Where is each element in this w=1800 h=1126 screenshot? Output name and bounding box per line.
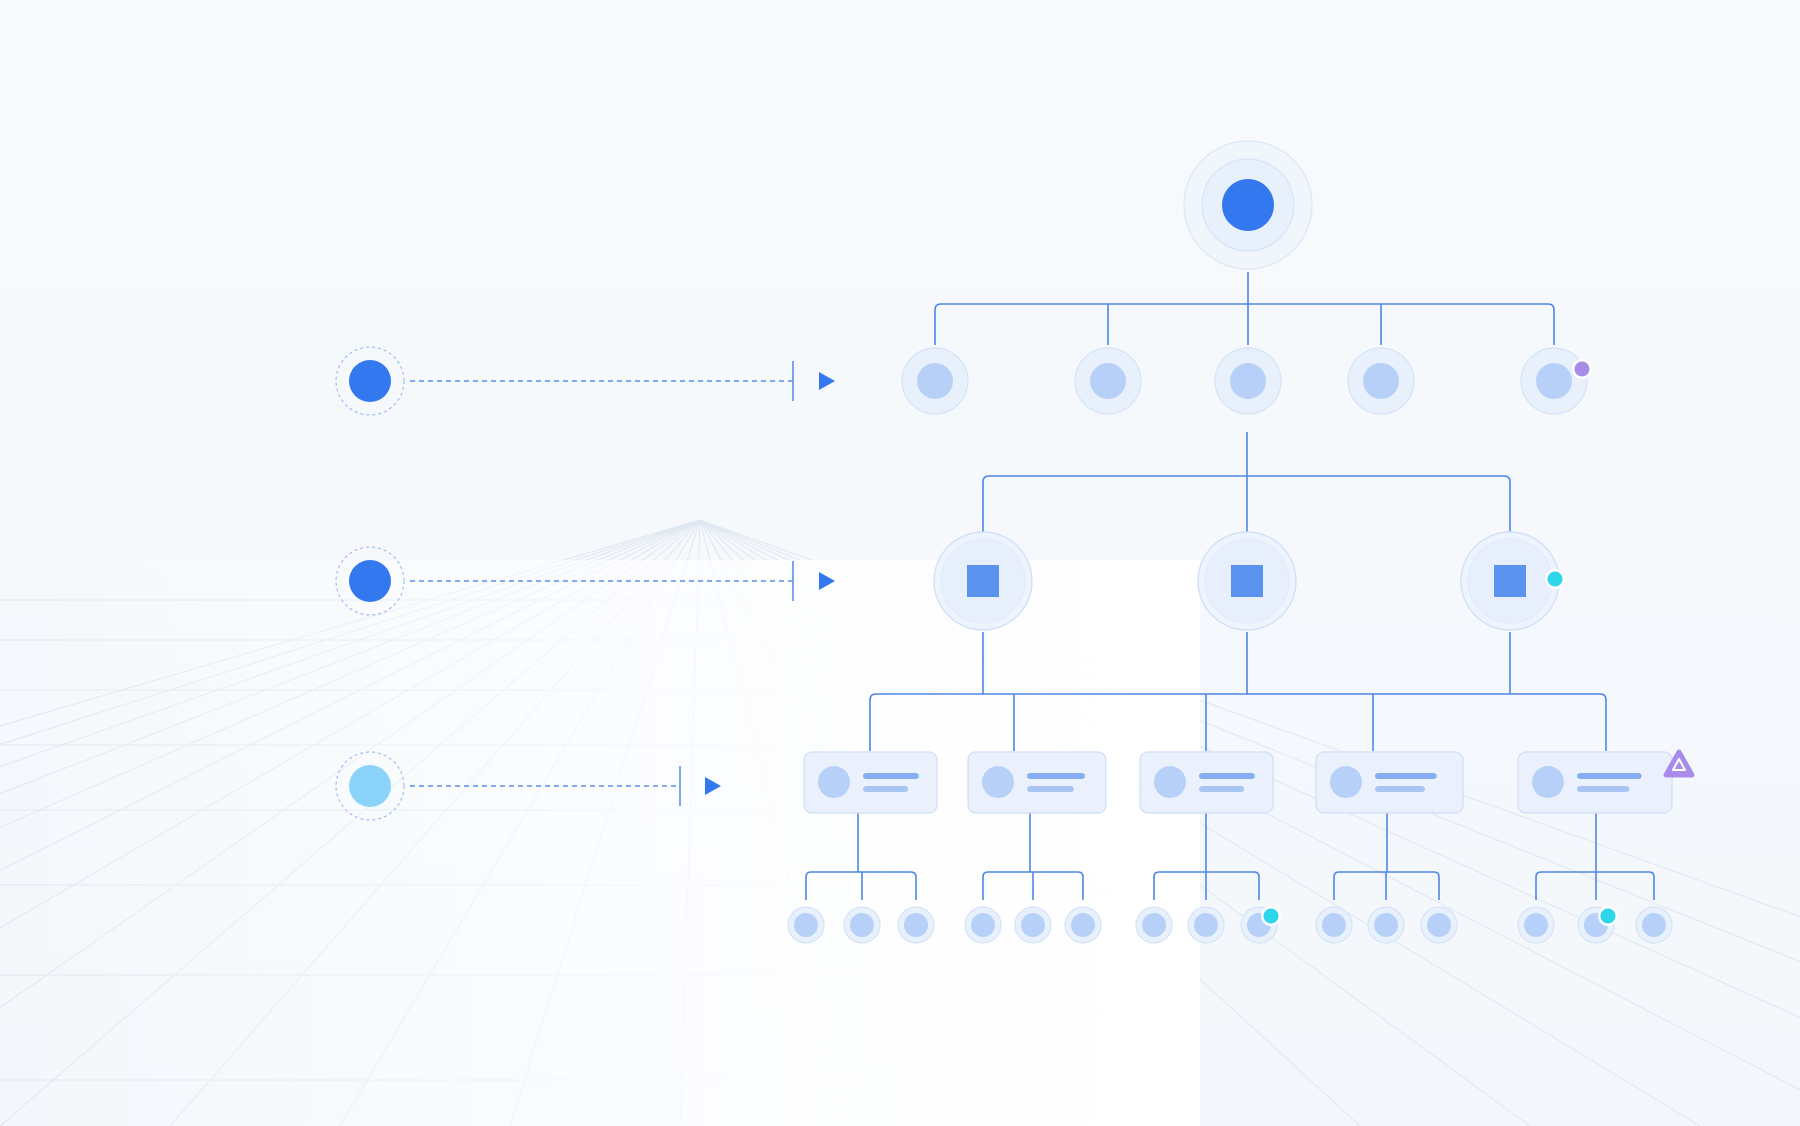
leaf-node <box>1517 906 1555 944</box>
leaf-node-core <box>1194 913 1218 937</box>
arrow-right-icon <box>819 372 835 390</box>
leaf-node-core <box>1071 913 1095 937</box>
level-3-card <box>1139 751 1274 814</box>
level-marker-ring <box>335 751 405 821</box>
leaf-node <box>1420 906 1458 944</box>
status-dot <box>1600 908 1616 924</box>
level-1-node <box>901 347 969 415</box>
level-3-card-avatar <box>1330 766 1362 798</box>
level-1-node <box>1520 347 1592 415</box>
level-3-card-line <box>863 786 909 792</box>
level-marker-dot <box>349 765 391 807</box>
level-1-node-core <box>1090 363 1126 399</box>
level-2-node-square <box>967 565 999 597</box>
level-3-card <box>1517 749 1695 814</box>
level-3-card-frame <box>1517 751 1673 814</box>
leaf-node <box>1577 906 1618 944</box>
connector <box>805 871 917 900</box>
leaf-node-core <box>971 913 995 937</box>
leaf-node-core <box>850 913 874 937</box>
level-3-card-line <box>1375 786 1425 792</box>
level-3-card-avatar <box>982 766 1014 798</box>
level-1-node <box>1347 347 1415 415</box>
grid-fade <box>0 560 1200 1126</box>
level-3-marker <box>335 751 721 821</box>
leaf-node <box>1315 906 1353 944</box>
leaf-node <box>897 906 935 944</box>
level-markers <box>335 346 835 821</box>
root-node <box>1222 179 1274 231</box>
status-dot <box>1263 908 1279 924</box>
leaf-node <box>1135 906 1173 944</box>
leaf-node-core <box>1374 913 1398 937</box>
status-dot <box>1547 571 1563 587</box>
level-marker-ring <box>335 546 405 616</box>
level-3-card-line <box>1375 773 1437 779</box>
level-marker-dot <box>349 560 391 602</box>
tree-connectors <box>805 272 1655 900</box>
connector <box>869 693 1607 751</box>
level-3-card-line <box>1577 786 1630 792</box>
leaf-node <box>787 906 825 944</box>
level-3-card <box>967 751 1107 814</box>
level-2-node <box>1460 531 1565 631</box>
level-3-card-frame <box>1315 751 1464 814</box>
level-1-node <box>1214 347 1282 415</box>
leaf-node <box>1635 906 1673 944</box>
level-3-card-line <box>1199 773 1255 779</box>
tree-nodes <box>787 140 1695 944</box>
level-2-node-square <box>1231 565 1263 597</box>
level-1-node-core <box>1536 363 1572 399</box>
level-3-card-line <box>1199 786 1245 792</box>
level-3-card-line <box>1027 786 1074 792</box>
leaf-node-core <box>1642 913 1666 937</box>
level-1-marker <box>335 346 835 416</box>
leaf-node <box>843 906 881 944</box>
leaf-node-core <box>794 913 818 937</box>
leaf-node <box>1187 906 1225 944</box>
warning-triangle-icon <box>1663 749 1695 778</box>
leaf-node <box>964 906 1002 944</box>
level-1-node <box>1074 347 1142 415</box>
level-1-node-core <box>1363 363 1399 399</box>
level-3-card-avatar <box>1532 766 1564 798</box>
connector <box>934 303 1555 345</box>
level-3-card-line <box>863 773 919 779</box>
level-1-node-core <box>917 363 953 399</box>
level-marker-ring <box>335 346 405 416</box>
arrow-right-icon <box>819 572 835 590</box>
level-3-card-line <box>1027 773 1085 779</box>
leaf-node-core <box>1021 913 1045 937</box>
leaf-node <box>1240 906 1281 944</box>
leaf-node <box>1064 906 1102 944</box>
leaf-node <box>1367 906 1405 944</box>
level-2-node-square <box>1494 565 1526 597</box>
arrow-right-icon <box>705 777 721 795</box>
connector <box>1535 871 1655 900</box>
level-1-node-core <box>1230 363 1266 399</box>
leaf-node <box>1014 906 1052 944</box>
level-3-card-avatar <box>1154 766 1186 798</box>
level-3-card-avatar <box>818 766 850 798</box>
leaf-node-core <box>1322 913 1346 937</box>
leaf-node-core <box>1142 913 1166 937</box>
level-marker-dot <box>349 360 391 402</box>
level-2-marker <box>335 546 835 616</box>
status-dot <box>1574 361 1590 377</box>
level-3-card <box>803 751 938 814</box>
level-2-node <box>1197 531 1297 631</box>
warning-triangle-inner <box>1672 758 1686 771</box>
leaf-node-core <box>1427 913 1451 937</box>
level-3-card-line <box>1577 773 1642 779</box>
level-2-node <box>933 531 1033 631</box>
leaf-node-core <box>904 913 928 937</box>
level-3-card <box>1315 751 1464 814</box>
leaf-node-core <box>1524 913 1548 937</box>
